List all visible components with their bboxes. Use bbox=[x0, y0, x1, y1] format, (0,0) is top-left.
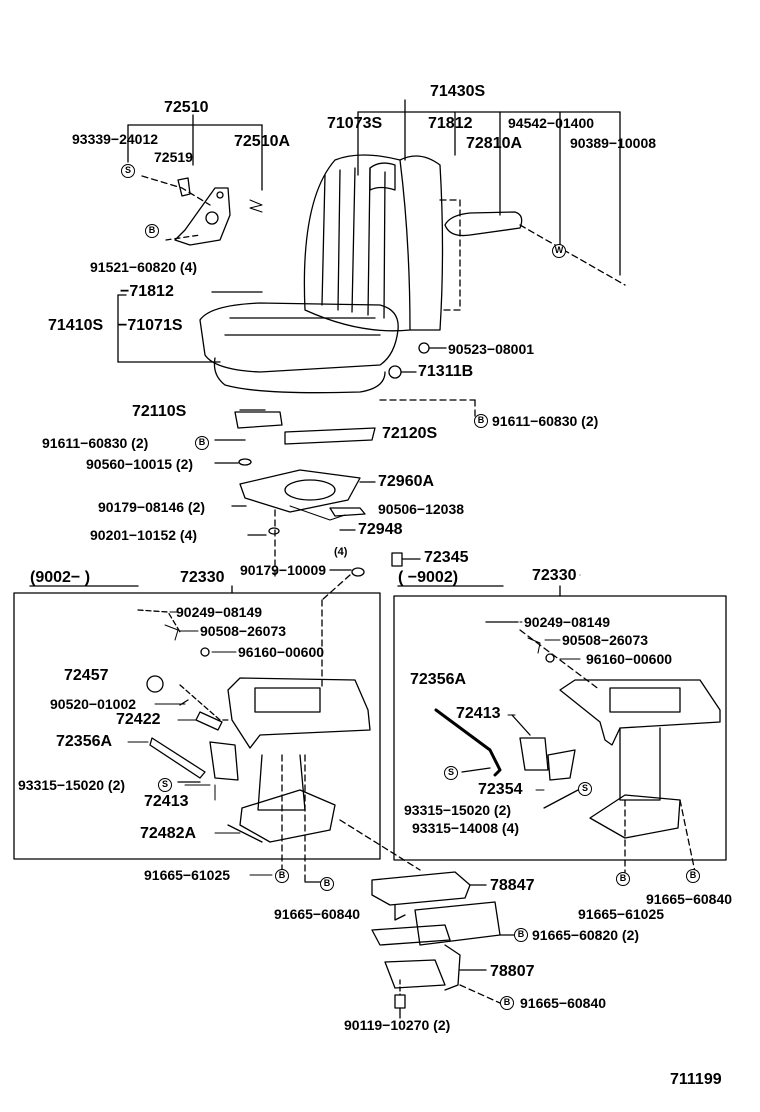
label-72810A: 72810A bbox=[466, 135, 523, 152]
label-91611-60830-right: 91611−60830 (2) bbox=[492, 413, 599, 429]
label-71071S: −71071S bbox=[118, 317, 183, 334]
label-leaders bbox=[127, 574, 581, 876]
marker-b-91611-right: B bbox=[474, 414, 488, 428]
marker-s-93339: S bbox=[121, 164, 135, 178]
label-90179-10009: 90179−10009 bbox=[240, 562, 327, 578]
marker-b-91665-61025-right: B bbox=[616, 872, 630, 886]
marker-b-91665-61025-left: B bbox=[275, 869, 289, 883]
label-72519: 72519 bbox=[154, 149, 193, 165]
label-96160-00600-right: 96160−00600 bbox=[586, 651, 673, 667]
label-90523-08001: 90523−08001 bbox=[448, 341, 535, 357]
label-78847: 78847 bbox=[490, 877, 535, 894]
label-71410S: 71410S bbox=[48, 317, 104, 334]
slider-assembly bbox=[231, 469, 376, 581]
label-93339-24012: 93339−24012 bbox=[72, 131, 159, 147]
leader-71410S bbox=[117, 291, 263, 363]
marker-b-91665-60840-left: B bbox=[320, 877, 334, 891]
label-72482A: 72482A bbox=[140, 825, 197, 842]
recliner-mechanism bbox=[141, 175, 263, 246]
label-90506-12038: 90506−12038 bbox=[378, 501, 465, 517]
label-71430S: 71430S bbox=[430, 83, 486, 100]
label-71073S: 71073S bbox=[327, 115, 383, 132]
label-90389-10008: 90389−10008 bbox=[570, 135, 657, 151]
marker-b-91665-60840-bottom: B bbox=[500, 996, 514, 1010]
label-72356A-right: 72356A bbox=[410, 671, 467, 688]
label-range-left: (9002− ) bbox=[30, 569, 91, 586]
label-90560-10015: 90560−10015 (2) bbox=[86, 456, 194, 472]
label-72354: 72354 bbox=[478, 781, 523, 798]
label-90508-26073-right: 90508−26073 bbox=[562, 632, 649, 648]
label-90249-08149-left: 90249−08149 bbox=[176, 604, 263, 620]
label-72356A-left: 72356A bbox=[56, 733, 113, 750]
label-93315-14008: 93315−14008 (4) bbox=[412, 820, 520, 836]
label-91665-60840-right: 91665−60840 bbox=[646, 891, 733, 907]
marker-b-91521: B bbox=[145, 224, 159, 238]
label-71812-top: 71812 bbox=[428, 115, 473, 132]
label-94542-01400: 94542−01400 bbox=[508, 115, 595, 131]
label-91665-60840-left: 91665−60840 bbox=[274, 906, 361, 922]
marker-b-91611-left: B bbox=[195, 436, 209, 450]
seat-back bbox=[303, 154, 461, 332]
label-71311B: 71311B bbox=[418, 363, 474, 380]
pedestal-right bbox=[434, 621, 721, 873]
label-72330-left: 72330 bbox=[180, 569, 225, 586]
leader-72510 bbox=[127, 114, 263, 191]
left-variant-frame bbox=[13, 592, 381, 860]
label-96160-00600-left: 96160−00600 bbox=[238, 644, 325, 660]
label-72345: 72345 bbox=[424, 549, 469, 566]
marker-b-91665-60820: B bbox=[514, 928, 528, 942]
label-93315-15020-right: 93315−15020 (2) bbox=[404, 802, 512, 818]
armrest bbox=[444, 211, 626, 286]
label-90179-10009-qty: (4) bbox=[334, 546, 348, 558]
label-72457: 72457 bbox=[64, 667, 109, 684]
marker-w-94542: W bbox=[552, 244, 566, 258]
label-91611-60830-left: 91611−60830 (2) bbox=[42, 435, 149, 451]
leader-71430S bbox=[357, 99, 621, 276]
mounting-brackets bbox=[304, 819, 516, 1019]
label-90508-26073-left: 90508−26073 bbox=[200, 623, 287, 639]
label-72110S: 72110S bbox=[132, 403, 187, 420]
label-91665-61025-right: 91665−61025 bbox=[578, 906, 665, 922]
label-93315-15020-left: 93315−15020 (2) bbox=[18, 777, 126, 793]
label-72330-right: 72330 bbox=[532, 567, 577, 584]
seat-hardware bbox=[214, 342, 476, 466]
label-72510: 72510 bbox=[164, 99, 209, 116]
label-90201-10152: 90201−10152 (4) bbox=[90, 527, 198, 543]
marker-s-93315-left: S bbox=[158, 778, 172, 792]
label-90179-08146: 90179−08146 (2) bbox=[98, 499, 206, 515]
label-72413-right: 72413 bbox=[456, 705, 501, 722]
diagram-code: 711199 bbox=[670, 1071, 722, 1088]
pedestal-left bbox=[137, 599, 371, 883]
marker-s-93315-14008: S bbox=[578, 782, 592, 796]
bolt-72345 bbox=[321, 552, 421, 601]
label-72960A: 72960A bbox=[378, 473, 435, 490]
label-90520-01002: 90520−01002 bbox=[50, 696, 137, 712]
seat-cushion bbox=[199, 302, 399, 394]
label-72422: 72422 bbox=[116, 711, 161, 728]
label-72510A: 72510A bbox=[234, 133, 291, 150]
label-91665-60820: 91665−60820 (2) bbox=[532, 927, 640, 943]
marker-b-91665-60840-right: B bbox=[686, 869, 700, 883]
label-91665-61025-left: 91665−61025 bbox=[144, 867, 231, 883]
label-91521-60820: 91521−60820 (4) bbox=[90, 259, 198, 275]
label-90119-10270: 90119−10270 (2) bbox=[344, 1017, 451, 1033]
label-91665-60840-bottom: 91665−60840 bbox=[520, 995, 607, 1011]
label-71812-side: −71812 bbox=[120, 283, 174, 300]
marker-s-93315-right: S bbox=[444, 766, 458, 780]
label-72948: 72948 bbox=[358, 521, 403, 538]
label-90249-08149-right: 90249−08149 bbox=[524, 614, 611, 630]
label-72413-left: 72413 bbox=[144, 793, 189, 810]
label-78807: 78807 bbox=[490, 963, 535, 980]
label-range-right: ( −9002) bbox=[398, 569, 459, 586]
label-72120S: 72120S bbox=[382, 425, 438, 442]
